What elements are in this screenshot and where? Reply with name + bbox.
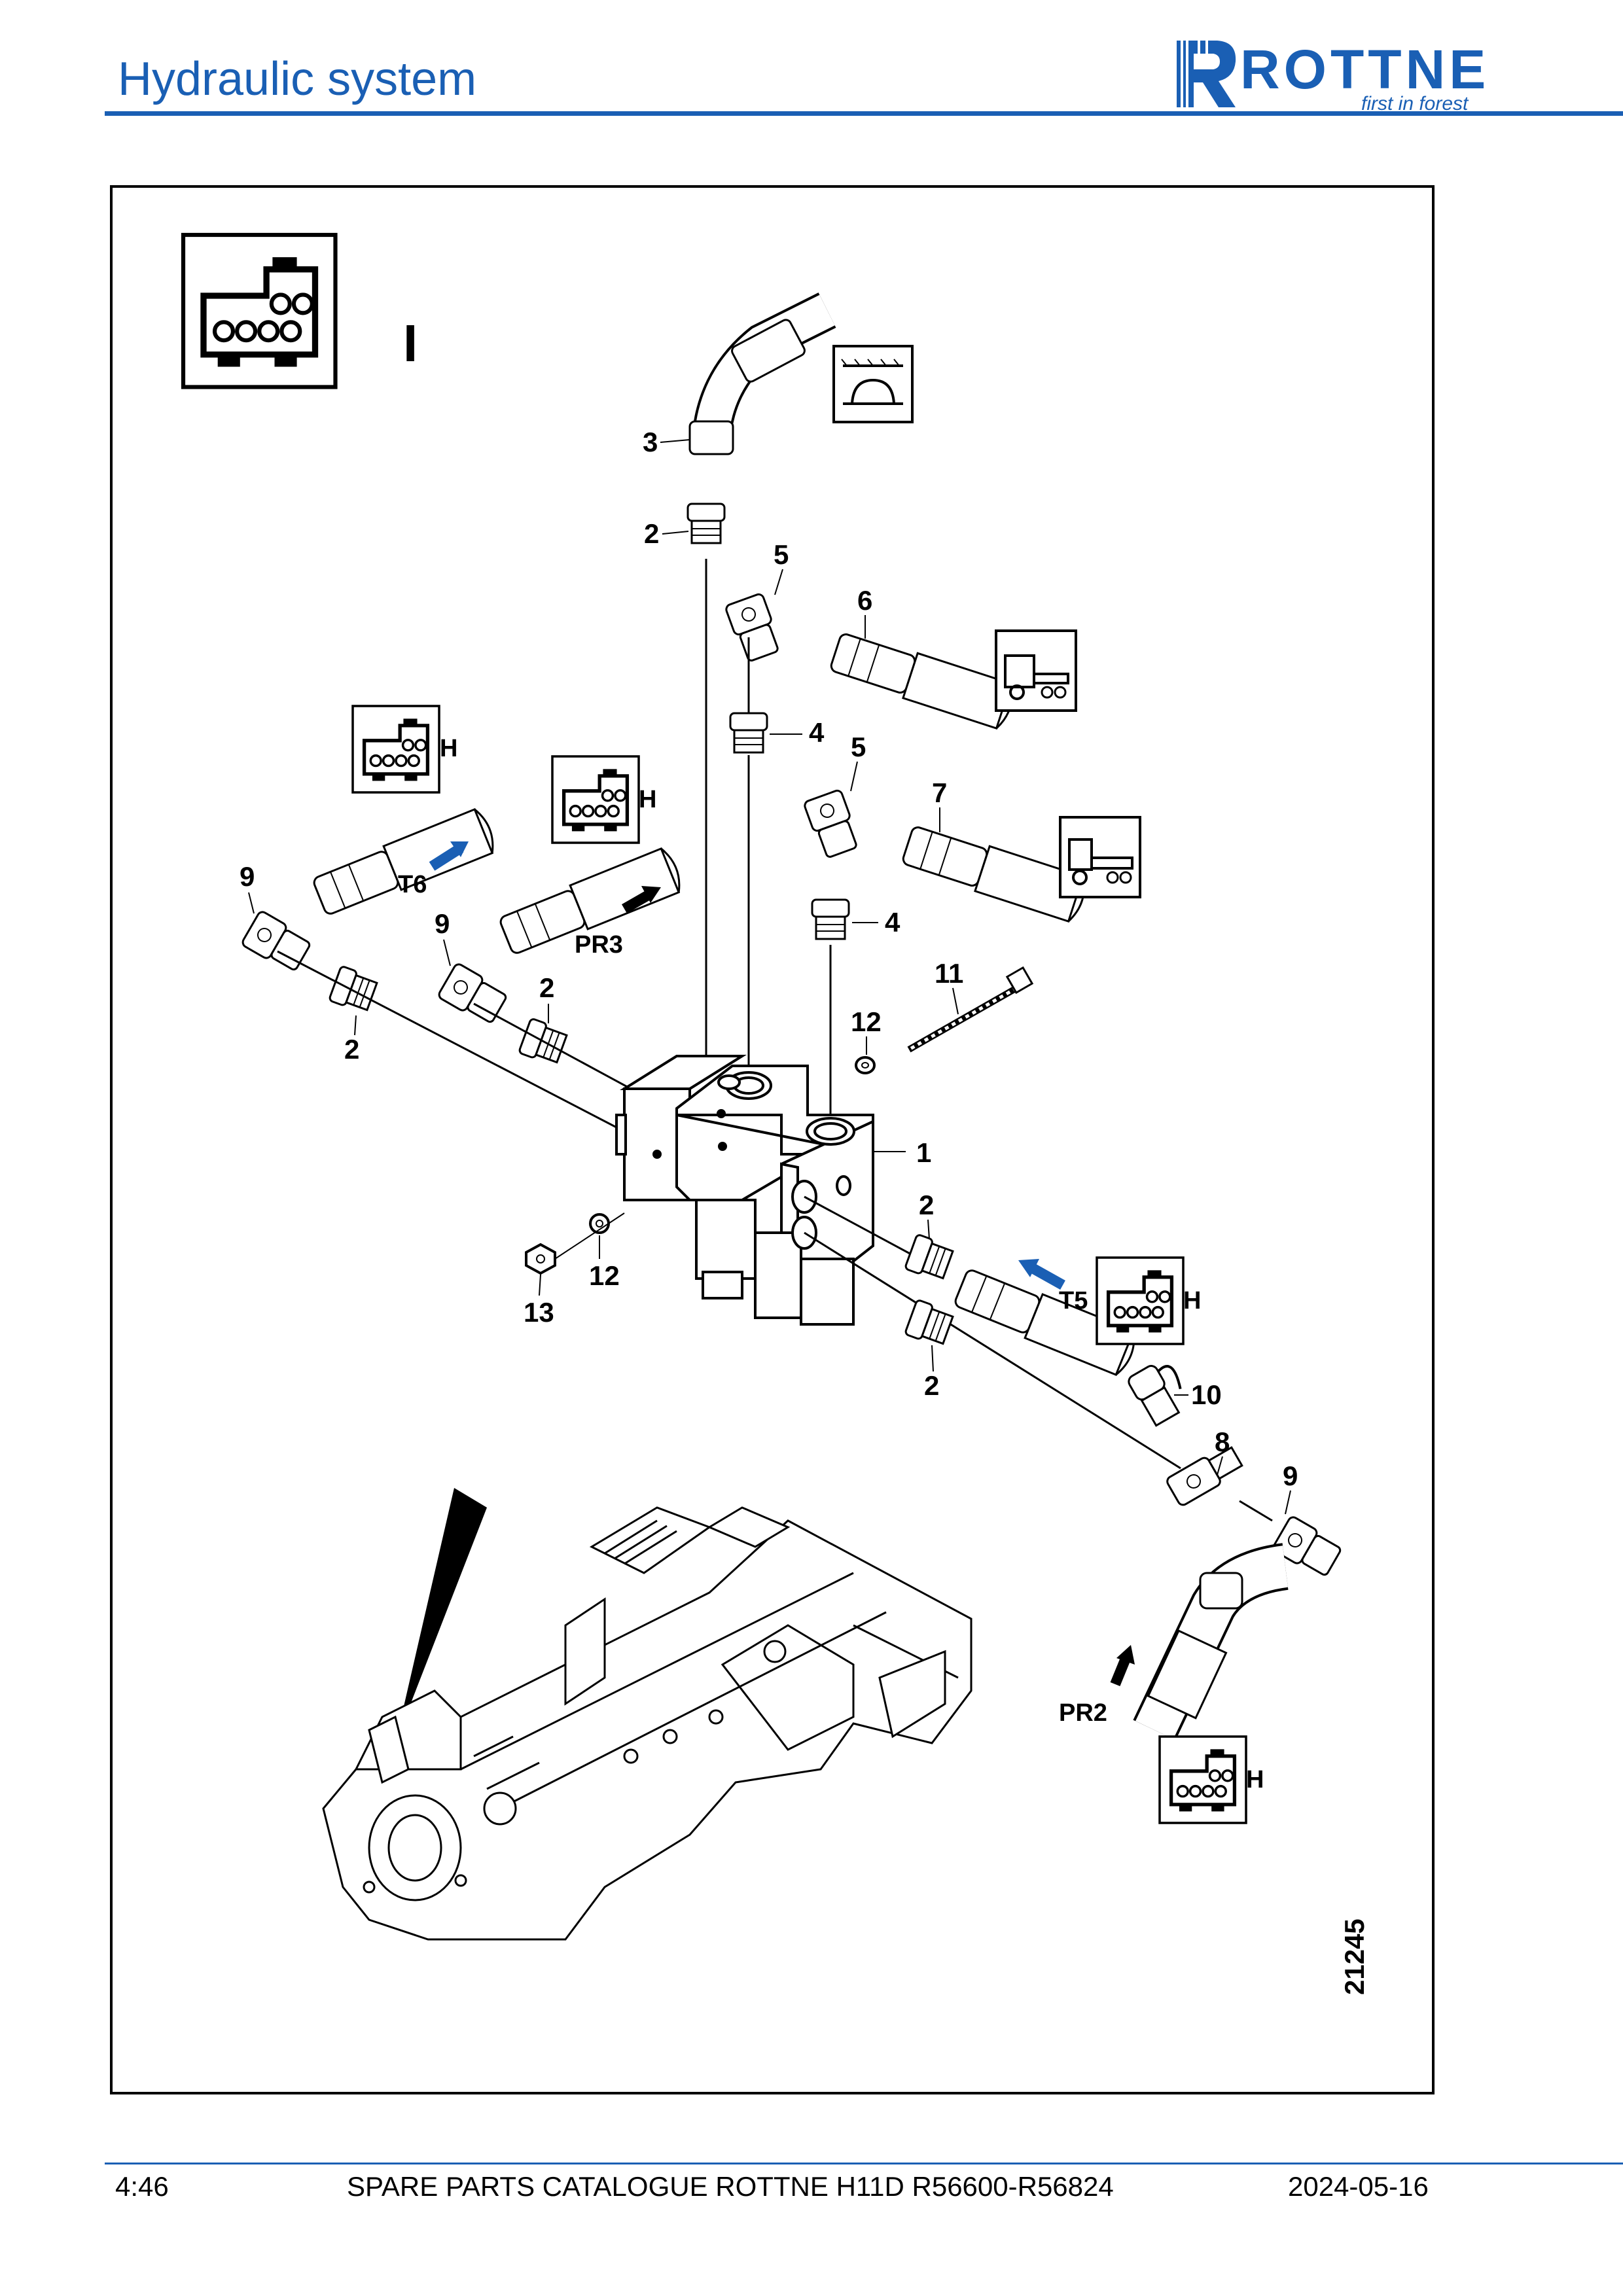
port-label-pr3: PR3 xyxy=(575,931,623,959)
connector-label-h-4: H xyxy=(1246,1766,1264,1793)
callout-2-bottom: 2 xyxy=(924,1370,939,1401)
black-arrow-icon xyxy=(641,886,661,903)
hose-6 xyxy=(827,627,1018,732)
hose-t6 xyxy=(310,805,499,921)
bolt-11 xyxy=(907,966,1034,1053)
fitting-2-left xyxy=(327,964,380,1015)
header-rule xyxy=(105,111,1623,116)
machine-rear-icon xyxy=(995,629,1077,712)
fitting-4-second xyxy=(811,898,850,940)
section-letter: I xyxy=(403,314,418,372)
connector-block-icon xyxy=(1160,1737,1246,1823)
diagram-frame: I 3 2 5 xyxy=(110,185,1435,2094)
elbow-5-second xyxy=(802,788,862,860)
elbow-5-top xyxy=(724,592,783,664)
callout-12-top: 12 xyxy=(851,1006,882,1037)
page-number: 4:46 xyxy=(115,2171,169,2202)
callout-8: 8 xyxy=(1215,1426,1230,1457)
callout-9-left: 9 xyxy=(240,861,255,892)
port-label-t5: T5 xyxy=(1059,1287,1088,1315)
washer-12-top xyxy=(855,1056,876,1074)
brand-logo: ROTTNE first in forest xyxy=(1171,34,1512,115)
fitting-2-lower xyxy=(903,1233,955,1283)
callout-12-bottom: 12 xyxy=(589,1260,620,1291)
callout-6: 6 xyxy=(857,585,872,616)
catalogue-date: 2024-05-16 xyxy=(1288,2171,1429,2202)
callout-2-lower: 2 xyxy=(919,1190,934,1220)
hydraulic-diagram: I 3 2 5 xyxy=(113,188,1370,1995)
callout-3: 3 xyxy=(643,427,658,457)
callout-2-left: 2 xyxy=(344,1034,359,1065)
callout-7: 7 xyxy=(932,777,947,808)
blue-arrow-icon xyxy=(1018,1259,1039,1277)
test-point-10 xyxy=(1128,1365,1182,1427)
tee-8 xyxy=(1166,1446,1243,1506)
connector-label-h-3: H xyxy=(1183,1287,1201,1315)
callout-1: 1 xyxy=(916,1137,931,1168)
pointer-wedge-icon xyxy=(395,1488,487,1743)
callout-9-mid: 9 xyxy=(435,908,450,939)
machine-front-icon xyxy=(1059,816,1141,898)
callout-5-top: 5 xyxy=(774,539,789,570)
connector-block-icon xyxy=(1097,1258,1183,1344)
reference-number: 21245 xyxy=(1339,1918,1370,1995)
callout-13: 13 xyxy=(524,1297,554,1328)
wheel-hose-icon xyxy=(832,345,914,423)
black-arrow-icon xyxy=(1116,1645,1135,1665)
callout-5-second: 5 xyxy=(851,732,866,762)
fitting-2-top xyxy=(687,503,726,544)
fitting-4-top xyxy=(729,712,768,754)
brand-name: ROTTNE xyxy=(1240,39,1490,100)
connector-block-icon xyxy=(183,235,336,387)
connector-block-icon xyxy=(552,756,639,843)
fitting-2-bottom xyxy=(903,1298,955,1349)
nut-13 xyxy=(525,1243,556,1275)
footer-rule xyxy=(105,2163,1623,2164)
connector-label-h-1: H xyxy=(440,735,457,762)
rottne-r-icon xyxy=(1177,41,1236,107)
callout-4-top: 4 xyxy=(809,717,825,748)
blue-arrow-icon xyxy=(450,841,469,857)
callout-4-second: 4 xyxy=(885,907,901,938)
valve-block xyxy=(615,1055,874,1326)
machine-frame-overview xyxy=(322,1506,972,1941)
callout-10: 10 xyxy=(1191,1379,1222,1410)
callout-2-top: 2 xyxy=(644,518,659,549)
callout-2-mid: 2 xyxy=(539,972,554,1003)
port-label-pr2: PR2 xyxy=(1059,1699,1107,1727)
hose-top xyxy=(688,292,836,455)
brand-tagline: first in forest xyxy=(1361,93,1469,115)
hose-pr2 xyxy=(1133,1543,1289,1740)
connector-block-icon xyxy=(353,706,439,792)
port-label-t6: T6 xyxy=(398,871,427,898)
page-title: Hydraulic system xyxy=(118,53,477,105)
callout-11: 11 xyxy=(935,958,963,989)
connector-label-h-2: H xyxy=(639,786,656,813)
catalogue-title: SPARE PARTS CATALOGUE ROTTNE H11D R56600… xyxy=(347,2171,1114,2202)
callout-9-right: 9 xyxy=(1283,1460,1298,1491)
